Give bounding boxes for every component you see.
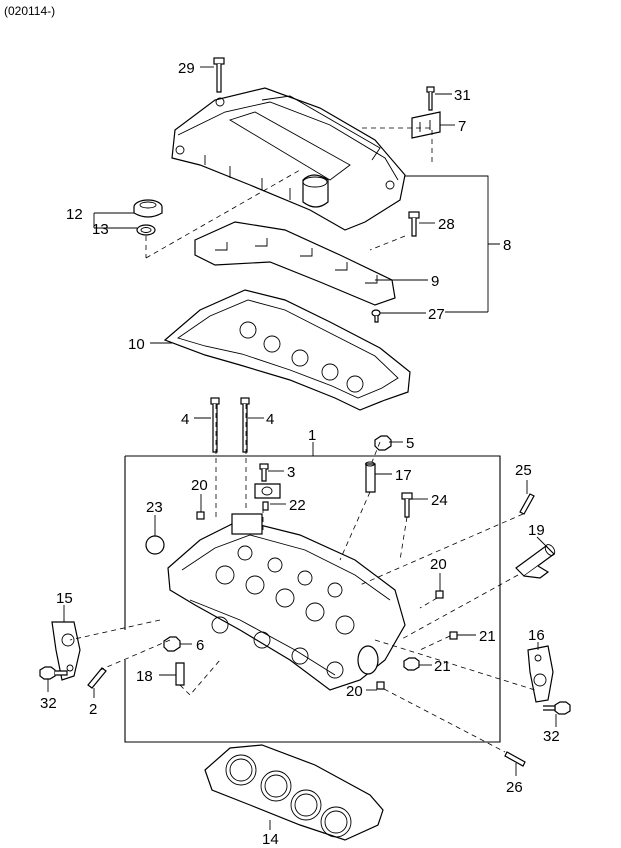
oil-filler-cap (133, 199, 163, 218)
callout-8: 8 (503, 237, 511, 254)
callout-10: 10 (128, 336, 145, 353)
callout-2: 2 (89, 701, 97, 718)
rocker-cover-washer (371, 309, 381, 323)
camshaft-cap (254, 483, 281, 499)
rocker-cover-bolt (213, 57, 225, 93)
callout-14: 14 (262, 831, 279, 848)
alignment-lines (69, 127, 536, 753)
engine-hanger-16 (527, 645, 554, 703)
water-pipe (515, 544, 556, 579)
callout-20b: 20 (430, 556, 447, 573)
callout-27: 27 (428, 306, 445, 323)
callout-19: 19 (528, 522, 545, 539)
stud-2 (87, 667, 107, 689)
callout-26: 26 (506, 779, 523, 796)
cylinder-head-bolt (210, 397, 250, 453)
callout-numbers: 29 31 7 12 13 28 8 9 27 10 4 4 1 5 3 17 … (40, 60, 560, 848)
callout-16: 16 (528, 627, 545, 644)
plug-20c (376, 681, 385, 690)
diagram-code: (020114-) (4, 4, 56, 18)
dowel-pin-22 (262, 501, 269, 511)
bracket-bolt (426, 86, 435, 111)
nut-6 (163, 636, 181, 652)
leader-lines (47, 66, 557, 830)
oil-filler-cap-gasket (136, 224, 156, 236)
spark-plug-tube (365, 461, 376, 493)
stud-26 (504, 751, 526, 767)
callout-4b: 4 (266, 411, 274, 428)
callout-23: 23 (146, 499, 163, 516)
callout-25: 25 (515, 462, 532, 479)
hanger-bolt-right (543, 701, 571, 715)
callout-21a: 21 (479, 628, 496, 645)
callout-28: 28 (438, 216, 455, 233)
rocker-cover-bolt-28 (408, 211, 420, 237)
rocker-cover (171, 87, 406, 231)
callout-22: 22 (289, 497, 306, 514)
callout-9: 9 (431, 273, 439, 290)
plug-20b (435, 590, 444, 599)
cylinder-head (167, 513, 406, 691)
rocker-cover-inner-gasket (194, 221, 396, 306)
callout-32a: 32 (40, 695, 57, 712)
callout-20c: 20 (346, 683, 363, 700)
callout-12: 12 (66, 206, 83, 223)
nut-5 (374, 435, 392, 451)
rocker-cover-gasket (163, 289, 411, 411)
bracket (411, 111, 441, 139)
seal-plug (145, 535, 165, 555)
bolt-24 (401, 492, 413, 518)
callout-3: 3 (287, 464, 295, 481)
engine-hanger-15 (51, 621, 81, 681)
callout-7: 7 (458, 118, 466, 135)
plug-21b (403, 657, 420, 671)
callout-24: 24 (431, 492, 448, 509)
callout-21b: 21 (434, 658, 451, 675)
stud-25 (519, 493, 535, 515)
callout-32b: 32 (543, 728, 560, 745)
callout-6: 6 (196, 637, 204, 654)
cylinder-head-assembly-frame (124, 455, 501, 743)
callout-1: 1 (308, 427, 316, 444)
hanger-bolt-left (39, 666, 68, 680)
callout-4a: 4 (181, 411, 189, 428)
cylinder-head-gasket (204, 744, 384, 841)
plug-21a (449, 631, 458, 640)
callout-20a: 20 (191, 477, 208, 494)
callout-31: 31 (454, 87, 471, 104)
plug-20a (196, 511, 205, 520)
callout-18: 18 (136, 668, 153, 685)
callout-5: 5 (406, 435, 414, 452)
stud-18 (175, 662, 185, 686)
camshaft-cap-bolt (259, 463, 269, 482)
callout-15: 15 (56, 590, 73, 607)
callout-13: 13 (92, 221, 109, 238)
callout-29: 29 (178, 60, 195, 77)
callout-17: 17 (395, 467, 412, 484)
